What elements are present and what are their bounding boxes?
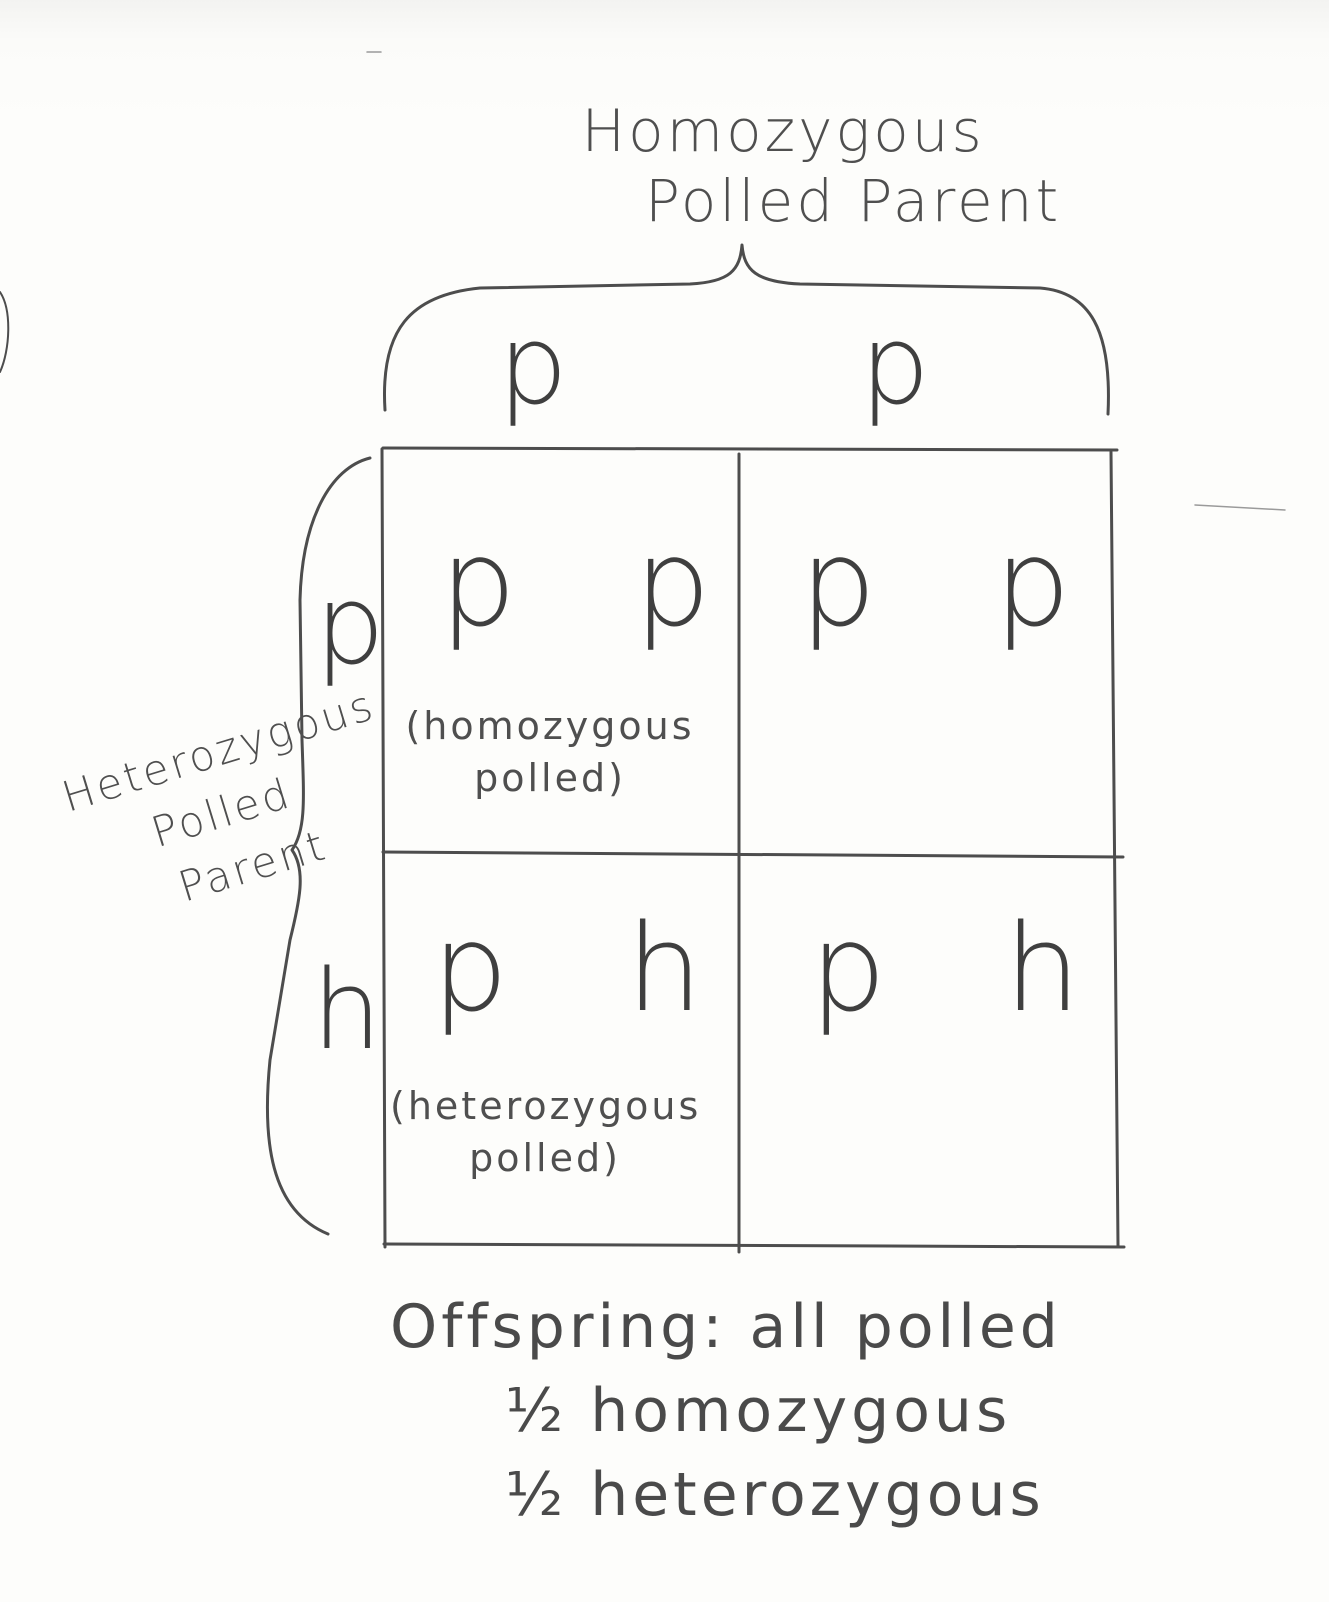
cell-3-note-line2: polled) xyxy=(469,1136,621,1180)
grid-left-line xyxy=(380,447,387,1249)
top-parent-label: Homozygous Polled Parent xyxy=(505,96,1061,236)
cell-3-genotype: p h xyxy=(432,900,743,1039)
top-brace xyxy=(382,243,1110,416)
cell-1-note-line2: polled) xyxy=(474,756,626,800)
top-allele-2: p xyxy=(860,301,930,429)
cell-4-genotype: p h xyxy=(810,900,1121,1039)
cell-1-note: (homozygous polled) xyxy=(405,700,695,804)
top-parent-line1: Homozygous xyxy=(581,97,985,165)
cell-3-note: (heterozygous polled) xyxy=(390,1080,700,1184)
grid-top-line xyxy=(381,446,1119,452)
side-allele-2: h xyxy=(312,946,382,1074)
cell-1-genotype: p p xyxy=(440,515,751,654)
summary-line2: ½ homozygous xyxy=(505,1376,1012,1446)
grid-right-line xyxy=(1109,450,1120,1248)
side-allele-1: p xyxy=(315,561,385,689)
grid-horizontal-divider xyxy=(381,850,1125,859)
offspring-summary: Offspring: all polled ½ homozygous ½ het… xyxy=(390,1285,1062,1537)
stray-line-right xyxy=(1194,504,1286,511)
cell-3-note-line1: (heterozygous xyxy=(390,1084,702,1128)
margin-mark xyxy=(0,291,10,373)
left-brace xyxy=(265,456,372,1236)
cell-2-genotype: p p xyxy=(800,515,1111,654)
summary-line3: ½ heterozygous xyxy=(505,1460,1045,1530)
top-allele-1: p xyxy=(498,301,568,429)
top-parent-line2: Polled Parent xyxy=(645,167,1062,235)
summary-line1: Offspring: all polled xyxy=(390,1292,1062,1362)
grid-bottom-line xyxy=(382,1242,1126,1249)
cell-1-note-line1: (homozygous xyxy=(405,704,695,748)
